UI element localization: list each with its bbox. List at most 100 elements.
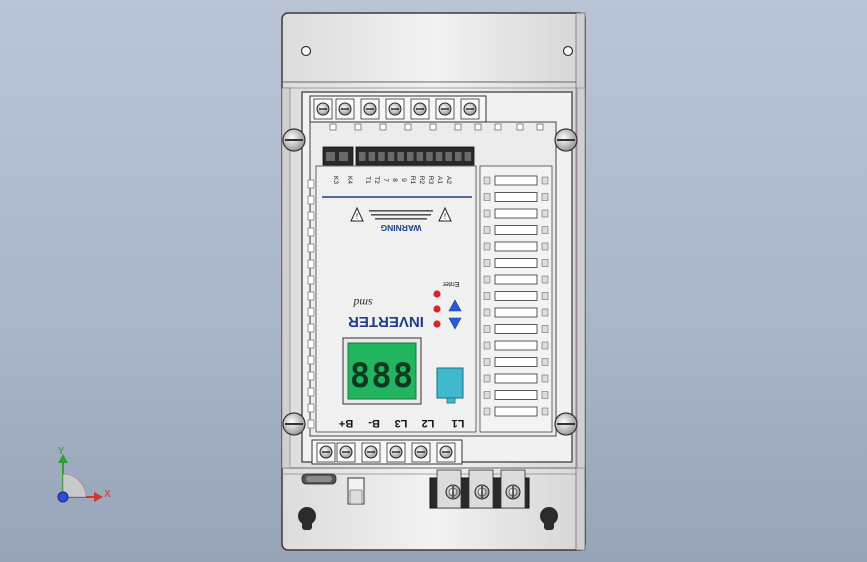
heatsink-fin: [494, 291, 538, 301]
control-pin: [359, 152, 366, 161]
vent-nub: [516, 123, 524, 131]
vent-tick: [307, 275, 315, 285]
axis-triad: X Y: [57, 446, 111, 503]
terminal-screw-icon: [336, 442, 356, 463]
heatsink-fin-tab: [483, 209, 491, 218]
heatsink-fin-tab: [483, 391, 491, 399]
corner-screw-icon: [554, 412, 578, 436]
vent-tick: [307, 227, 315, 237]
heatsink-fin: [494, 324, 538, 334]
heatsink-fin: [494, 390, 538, 400]
svg-text:!: !: [443, 212, 446, 221]
terminal-screw-icon: [436, 442, 456, 463]
vent-tick: [307, 307, 315, 317]
down-button-icon[interactable]: [448, 317, 462, 330]
heatsink-fin: [494, 208, 538, 219]
control-pin: [378, 152, 385, 161]
vent-tick: [307, 243, 315, 253]
terminal-label: T1: [364, 176, 371, 184]
axis-x-label: X: [104, 489, 111, 500]
terminal-screw-icon: [411, 442, 431, 463]
control-pin: [368, 152, 376, 161]
heatsink-fin: [494, 225, 538, 235]
top-vent-nubs: [329, 123, 544, 131]
heatsink-fin-tab: [483, 226, 491, 234]
terminal-screw-icon: [460, 98, 480, 120]
svg-text:!: !: [355, 212, 358, 221]
power-terminal-label: B-: [368, 417, 380, 429]
heatsink-fin-tab: [541, 226, 549, 234]
heatsink-fin-tab: [483, 176, 491, 185]
corner-screw-icon: [554, 128, 578, 152]
vent-tick: [307, 179, 315, 189]
heatsink-fin-tab: [483, 358, 491, 366]
heatsink-fin: [494, 406, 538, 417]
control-pin: [435, 152, 443, 161]
terminal-label: A2: [445, 176, 452, 184]
heatsink-fin: [494, 307, 538, 318]
heatsink-fin: [494, 175, 538, 186]
heatsink-fin-tab: [483, 193, 491, 201]
heatsink-fin-tab: [483, 341, 491, 350]
heatsink-fin-tab: [541, 176, 549, 185]
power-terminal-label: L3: [395, 417, 408, 429]
cable-gland: [301, 473, 365, 505]
heatsink-fin: [494, 357, 538, 367]
terminal-label: T2: [373, 176, 380, 184]
comm-port-connector[interactable]: [436, 367, 464, 404]
top-power-terminal-block: [309, 95, 487, 123]
terminal-screw-icon: [474, 484, 490, 500]
vent-nub: [404, 123, 412, 131]
seven-segment-display: 888: [342, 337, 422, 405]
heatsink-fin-tab: [541, 275, 549, 284]
control-pin: [455, 152, 462, 161]
status-led-icon: [433, 305, 441, 313]
vent-tick: [307, 291, 315, 301]
heatsink-fin-tab: [483, 292, 491, 300]
enter-label: Enter: [442, 280, 459, 287]
heatsink-fin-tab: [541, 308, 549, 317]
heatsink-fin: [494, 258, 538, 268]
keyhole-slot-icon: [540, 507, 558, 530]
model-label: smd: [352, 296, 372, 310]
vent-tick: [307, 259, 315, 269]
heatsink-fin: [494, 274, 538, 285]
vent-tick: [307, 387, 315, 397]
warning-title: WARNING: [380, 223, 421, 233]
heatsink-fin-tab: [541, 325, 549, 333]
vent-nub: [379, 123, 387, 131]
bottom-power-terminal-block: [311, 439, 463, 465]
heatsink-fin-tab: [541, 358, 549, 366]
corner-screw-icon: [282, 128, 306, 152]
up-button-icon[interactable]: [448, 299, 462, 312]
heatsink-fin-tab: [483, 259, 491, 267]
heatsink-fin-tab: [541, 242, 549, 251]
heatsink-fin: [494, 192, 538, 202]
left-vent-ticks: [307, 179, 315, 429]
corner-screw-icon: [282, 412, 306, 436]
vent-tick: [307, 419, 315, 429]
terminal-screw-icon: [316, 442, 336, 463]
terminal-label: 9: [400, 178, 407, 182]
warning-triangle-icon: !: [350, 206, 364, 222]
heatsink-fin-tab: [541, 193, 549, 201]
heatsink-fin-tab: [541, 341, 549, 350]
terminal-screw-icon: [505, 484, 521, 500]
terminal-screw-icon: [385, 98, 405, 120]
heatsink: [479, 165, 553, 433]
power-terminal-label: L2: [422, 417, 435, 429]
terminal-label: R1: [409, 176, 416, 185]
heatsink-fin: [494, 241, 538, 252]
vent-nub: [429, 123, 437, 131]
vent-tick: [307, 211, 315, 221]
warning-fine-print: [369, 210, 433, 220]
control-pin: [464, 152, 472, 161]
display-readout: 888: [350, 356, 414, 396]
heatsink-fin-tab: [541, 374, 549, 383]
status-led-icon: [433, 290, 441, 298]
heatsink-fin-tab: [483, 374, 491, 383]
heatsink-fin: [494, 340, 538, 351]
terminal-label: K4: [346, 176, 353, 184]
terminal-label: K3: [332, 176, 339, 184]
vent-nub: [536, 123, 544, 131]
